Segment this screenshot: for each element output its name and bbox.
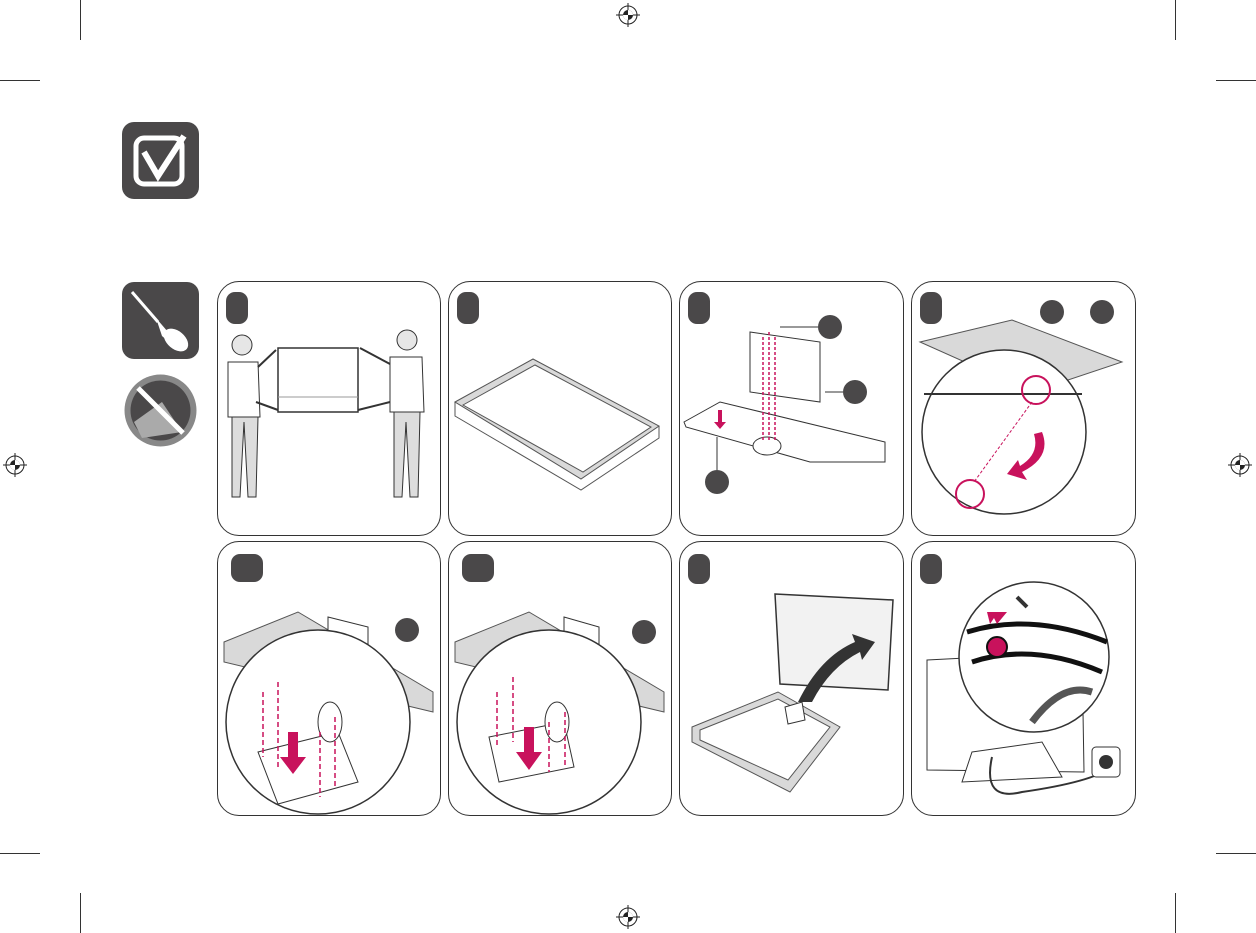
crop-mark [80, 0, 81, 40]
two-people-lifting-tv-icon [227, 329, 425, 498]
crop-mark [1216, 80, 1256, 81]
step-panel-1 [217, 281, 441, 536]
step-panel-6 [448, 541, 672, 816]
cover-hook-icon [918, 300, 1124, 515]
crop-mark [1175, 0, 1176, 40]
tv-face-down-icon [454, 358, 660, 491]
screwdriver-icon [122, 282, 199, 359]
attach-stand-alt-icon [454, 611, 665, 815]
crop-mark [1175, 893, 1176, 933]
step-panel-2 [448, 281, 672, 536]
step-panel-5 [217, 541, 441, 816]
raise-tv-icon [691, 593, 894, 793]
step-panel-4 [911, 281, 1136, 536]
step-badge [457, 292, 479, 324]
step-badge [688, 292, 710, 324]
step-badge [231, 554, 263, 582]
step-panel-7 [679, 541, 904, 816]
crop-mark [0, 80, 40, 81]
step-badge [920, 292, 942, 324]
step-badge [226, 292, 248, 324]
step-panel-8 [911, 541, 1136, 816]
stand-assembly-icon [683, 315, 886, 494]
crop-mark [80, 893, 81, 933]
step-badge [688, 554, 710, 584]
attach-stand-icon [223, 611, 434, 815]
step-panel-3 [679, 281, 904, 536]
no-scratch-icon [122, 372, 199, 449]
step-badge [462, 554, 494, 582]
cable-holder-icon [926, 581, 1121, 795]
crop-mark [0, 853, 40, 854]
step-badge [920, 554, 942, 584]
crop-mark [1216, 853, 1256, 854]
checkbox-icon [122, 122, 199, 199]
